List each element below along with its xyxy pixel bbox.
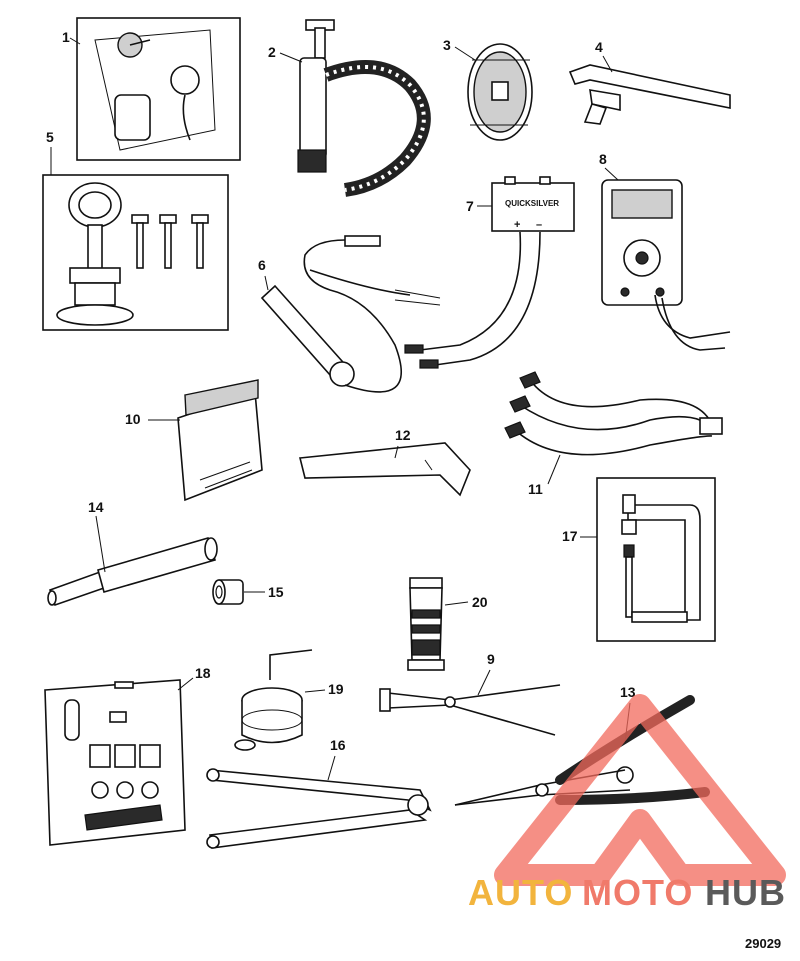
tool-7-quicksilver-box: QUICKSILVER + – bbox=[404, 176, 575, 369]
tool-15-bushing bbox=[212, 579, 244, 605]
callout-7: 7 bbox=[466, 198, 474, 214]
tool-2-pump bbox=[297, 19, 431, 197]
tool-9-pliers bbox=[379, 684, 561, 736]
tool-1-puller bbox=[76, 17, 241, 161]
callout-16: 16 bbox=[330, 737, 346, 753]
tool-6-pickup bbox=[260, 235, 441, 393]
tool-19-ring-compressor bbox=[234, 649, 313, 751]
tool-11-harness bbox=[504, 371, 723, 456]
callout-10: 10 bbox=[125, 411, 141, 427]
minus-sign: – bbox=[536, 219, 542, 231]
watermark-part-auto: AUTO bbox=[468, 872, 573, 913]
tool-5-lifting-eye bbox=[42, 174, 229, 331]
watermark-logo: AUTO MOTO HUB bbox=[468, 694, 786, 913]
tool-3-filter-wrench bbox=[467, 43, 533, 141]
tool-20-tube bbox=[407, 577, 445, 671]
callout-3: 3 bbox=[443, 37, 451, 53]
callout-17: 17 bbox=[562, 528, 578, 544]
callout-5: 5 bbox=[46, 129, 54, 145]
tool-8-multimeter bbox=[601, 179, 731, 351]
callout-15: 15 bbox=[268, 584, 284, 600]
callout-20: 20 bbox=[472, 594, 488, 610]
plus-sign: + bbox=[514, 219, 520, 231]
callout-2: 2 bbox=[268, 44, 276, 60]
tool-17-c-clamp bbox=[596, 477, 716, 642]
quicksilver-label: QUICKSILVER bbox=[505, 199, 559, 208]
tool-18-kit-case bbox=[44, 679, 186, 846]
callout-12: 12 bbox=[395, 427, 411, 443]
callout-19: 19 bbox=[328, 681, 344, 697]
watermark-part-moto: MOTO bbox=[582, 872, 693, 913]
tool-4-alignment-bar bbox=[568, 64, 731, 125]
tool-16-spanner bbox=[206, 768, 432, 849]
callout-8: 8 bbox=[599, 151, 607, 167]
callout-14: 14 bbox=[88, 499, 104, 515]
callout-1: 1 bbox=[62, 29, 70, 45]
callout-11: 11 bbox=[528, 481, 543, 497]
callout-9: 9 bbox=[487, 651, 495, 667]
callout-4: 4 bbox=[595, 39, 603, 55]
watermark-part-hub: HUB bbox=[705, 872, 786, 913]
tool-12-bar bbox=[299, 442, 471, 497]
figure-number: 29029 bbox=[745, 936, 781, 951]
callout-6: 6 bbox=[258, 257, 266, 273]
tool-14-driver bbox=[47, 537, 218, 607]
tool-10-module bbox=[177, 379, 263, 502]
callout-13: 13 bbox=[620, 684, 636, 700]
callout-18: 18 bbox=[195, 665, 211, 681]
